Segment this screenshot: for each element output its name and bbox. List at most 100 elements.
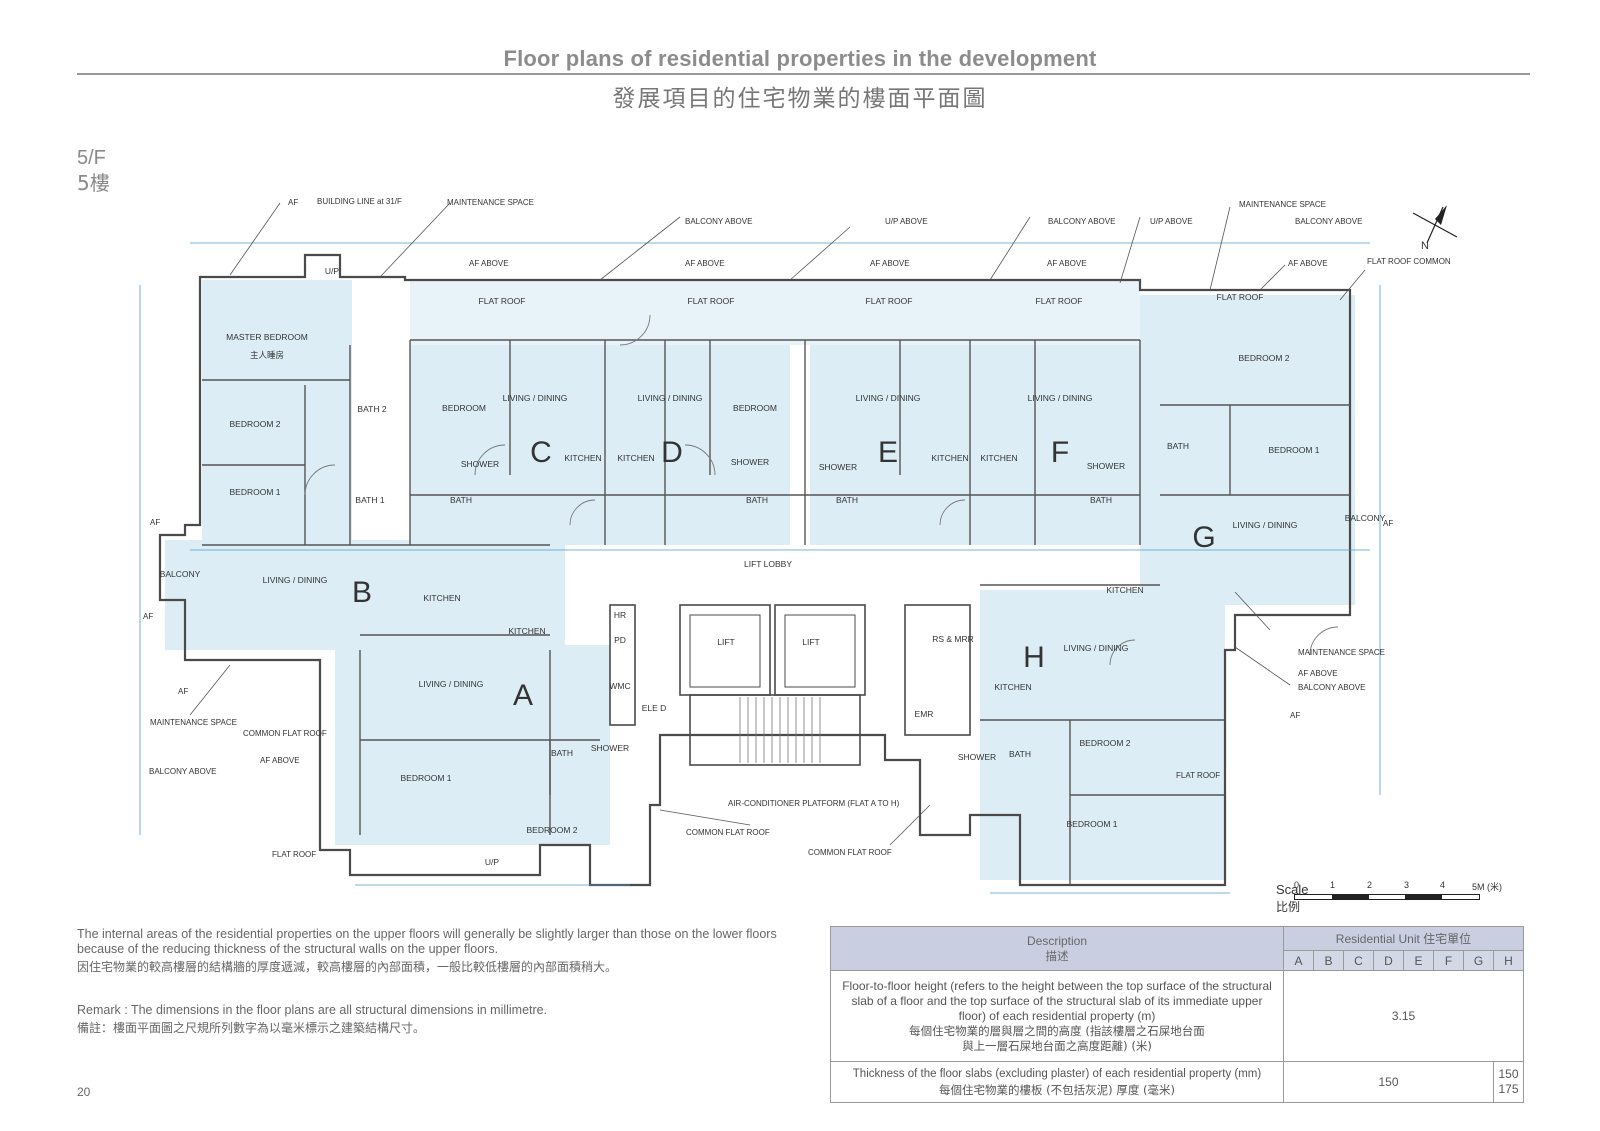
description-header-zh: 描述 <box>1045 948 1069 963</box>
floor-label-zh: 5樓 <box>77 171 110 195</box>
af-above-e: AF ABOVE <box>870 259 910 268</box>
description-header: Description 描述 <box>830 926 1284 971</box>
unit-col-f: F <box>1433 950 1464 971</box>
floor-height-value: 3.15 <box>1283 970 1524 1062</box>
a-shower-label: SHOWER <box>591 743 629 753</box>
d-kitchen-label: KITCHEN <box>617 453 654 463</box>
h-shower-label: SHOWER <box>958 752 996 762</box>
d-living-label: LIVING / DINING <box>638 393 703 403</box>
g-bedroom1-label: BEDROOM 1 <box>1268 445 1319 455</box>
h-living-label: LIVING / DINING <box>1064 643 1129 653</box>
flat-roof-a-label: FLAT ROOF <box>272 850 316 859</box>
hr-label: HR <box>614 610 626 620</box>
af-above-h: AF ABOVE <box>1298 669 1338 678</box>
af-g-right: AF <box>1383 519 1393 528</box>
slab-thickness-value-h: 150 175 <box>1493 1061 1524 1103</box>
page-title-chinese: 發展項目的住宅物業的樓面平面圖 <box>612 86 988 112</box>
scale-label: Scale <box>1276 882 1309 897</box>
a-bedroom1-label: BEDROOM 1 <box>400 773 451 783</box>
scale-bar-track <box>1294 894 1480 900</box>
page-number: 20 <box>77 1085 91 1099</box>
d-shower-label: SHOWER <box>731 457 769 467</box>
scale-tick-2: 2 <box>1367 880 1373 890</box>
flat-roof-d-label: FLAT ROOF <box>688 296 735 306</box>
floor-height-label-zh-1: 每個住宅物業的層與層之間的高度 (指該樓層之石屎地台面 <box>909 1023 1205 1038</box>
flat-roof-h-label: FLAT ROOF <box>1176 771 1220 780</box>
unit-g-label: G <box>1192 521 1215 554</box>
h-bath-label: BATH <box>1009 749 1031 759</box>
scale-tick-1: 1 <box>1330 880 1336 890</box>
remark-dimensions-zh: 備註：樓面平面圖之尺規所列數字為以毫米標示之建築結構尺寸。 <box>77 1021 426 1035</box>
rs-mrr-label: RS & MRR <box>932 634 974 644</box>
g-kitchen-label: KITCHEN <box>1106 585 1143 595</box>
e-living-label: LIVING / DINING <box>856 393 921 403</box>
up-bottom-label: U/P <box>485 857 500 867</box>
wmc-label: WMC <box>609 681 630 691</box>
scale-ticks: 0 1 2 3 4 5M (米) <box>1294 880 1504 892</box>
unit-d-label: D <box>661 436 683 469</box>
c-shower-label: SHOWER <box>461 459 499 469</box>
note-internal-areas-zh: 因住宅物業的較高樓層的結構牆的厚度遞減，較高樓層的內部面積，一般比較低樓層的內部… <box>77 960 618 974</box>
af-b-left: AF <box>150 518 160 527</box>
up-label: U/P <box>325 266 340 276</box>
h-bedroom1-label: BEDROOM 1 <box>1066 819 1117 829</box>
balcony-above-c: BALCONY ABOVE <box>685 217 752 226</box>
slab-thickness-value-a-g: 150 <box>1283 1061 1494 1103</box>
floor-label-en: 5/F <box>77 147 106 169</box>
external-walls <box>158 253 1352 887</box>
f-shower-label: SHOWER <box>1087 461 1125 471</box>
maintenance-space-h: MAINTENANCE SPACE <box>1298 648 1385 657</box>
leader-lines <box>189 202 1366 846</box>
flat-roof-common-label: FLAT ROOF COMMON <box>1367 257 1451 266</box>
f-kitchen-label: KITCHEN <box>980 453 1017 463</box>
ac-platform-label: AIR-CONDITIONER PLATFORM (FLAT A TO H) <box>728 799 900 808</box>
d-bedroom-label: BEDROOM <box>733 403 777 413</box>
unit-b-label: B <box>352 576 372 609</box>
flat-roof-e-label: FLAT ROOF <box>866 296 913 306</box>
lift-lobby-label: LIFT LOBBY <box>744 559 792 569</box>
slab-thickness-row: Thickness of the floor slabs (excluding … <box>830 1061 1524 1103</box>
ele-d-label: ELE D <box>642 703 667 713</box>
building-core <box>609 604 971 766</box>
slab-thickness-label-en: Thickness of the floor slabs (excluding … <box>852 1068 1262 1080</box>
af-a-left: AF <box>178 687 188 696</box>
lift-2-label: LIFT <box>802 637 819 647</box>
north-arrow-icon: N <box>1412 205 1458 252</box>
balcony-above-f: BALCONY ABOVE <box>1048 217 1115 226</box>
scale-tick-0: 0 <box>1294 880 1300 890</box>
slab-thickness-label-zh: 每個住宅物業的樓板 (不包括灰泥) 厚度 (毫米) <box>939 1083 1175 1097</box>
scale-label-zh: 比例 <box>1276 900 1301 914</box>
common-flat-roof-core: COMMON FLAT ROOF <box>686 828 770 837</box>
master-bedroom-label: MASTER BEDROOM <box>226 332 308 342</box>
building-line-label: BUILDING LINE at 31/F <box>317 197 402 206</box>
g-balcony-label: BALCONY <box>1345 513 1386 523</box>
slab-thickness-h-1: 150 <box>1498 1067 1519 1081</box>
specification-table: Description 描述 Residential Unit 住宅單位 A B… <box>830 926 1524 1103</box>
floor-height-row: Floor-to-floor height (refers to the hei… <box>830 970 1524 1062</box>
unit-a-label: A <box>513 679 533 712</box>
balcony-above-h: BALCONY ABOVE <box>1298 683 1365 692</box>
pd-label: PD <box>614 635 626 645</box>
common-flat-roof-a: COMMON FLAT ROOF <box>243 729 327 738</box>
af-above-d: AF ABOVE <box>685 259 725 268</box>
floor-height-label-en: Floor-to-floor height (refers to the hei… <box>842 978 1272 1023</box>
north-label: N <box>1421 240 1429 252</box>
af-h: AF <box>1290 711 1300 720</box>
flat-roof-f-label: FLAT ROOF <box>1036 296 1083 306</box>
floor-height-label-zh-2: 與上一層石屎地台面之高度距離) (米) <box>962 1038 1152 1053</box>
b-bedroom1-label: BEDROOM 1 <box>229 487 280 497</box>
scale-tick-5: 5M (米) <box>1472 882 1502 892</box>
unit-columns-row: A B C D E F G H <box>831 950 1524 971</box>
door-swings <box>304 314 1339 666</box>
callout-labels: BUILDING LINE at 31/F MAINTENANCE SPACE … <box>143 197 1451 859</box>
d-bath-label: BATH <box>746 495 768 505</box>
residential-unit-header: Residential Unit 住宅單位 <box>1283 926 1524 951</box>
floor-height-label: Floor-to-floor height (refers to the hei… <box>830 970 1284 1062</box>
e-bath-label: BATH <box>836 495 858 505</box>
floor-label: 5/F 5樓 <box>77 146 110 196</box>
description-header-en: Description <box>1026 933 1088 948</box>
af-above-a: AF ABOVE <box>260 756 300 765</box>
lift-1-label: LIFT <box>717 637 734 647</box>
b-bedroom2-label: BEDROOM 2 <box>229 419 280 429</box>
af-b-left2: AF <box>143 612 153 621</box>
